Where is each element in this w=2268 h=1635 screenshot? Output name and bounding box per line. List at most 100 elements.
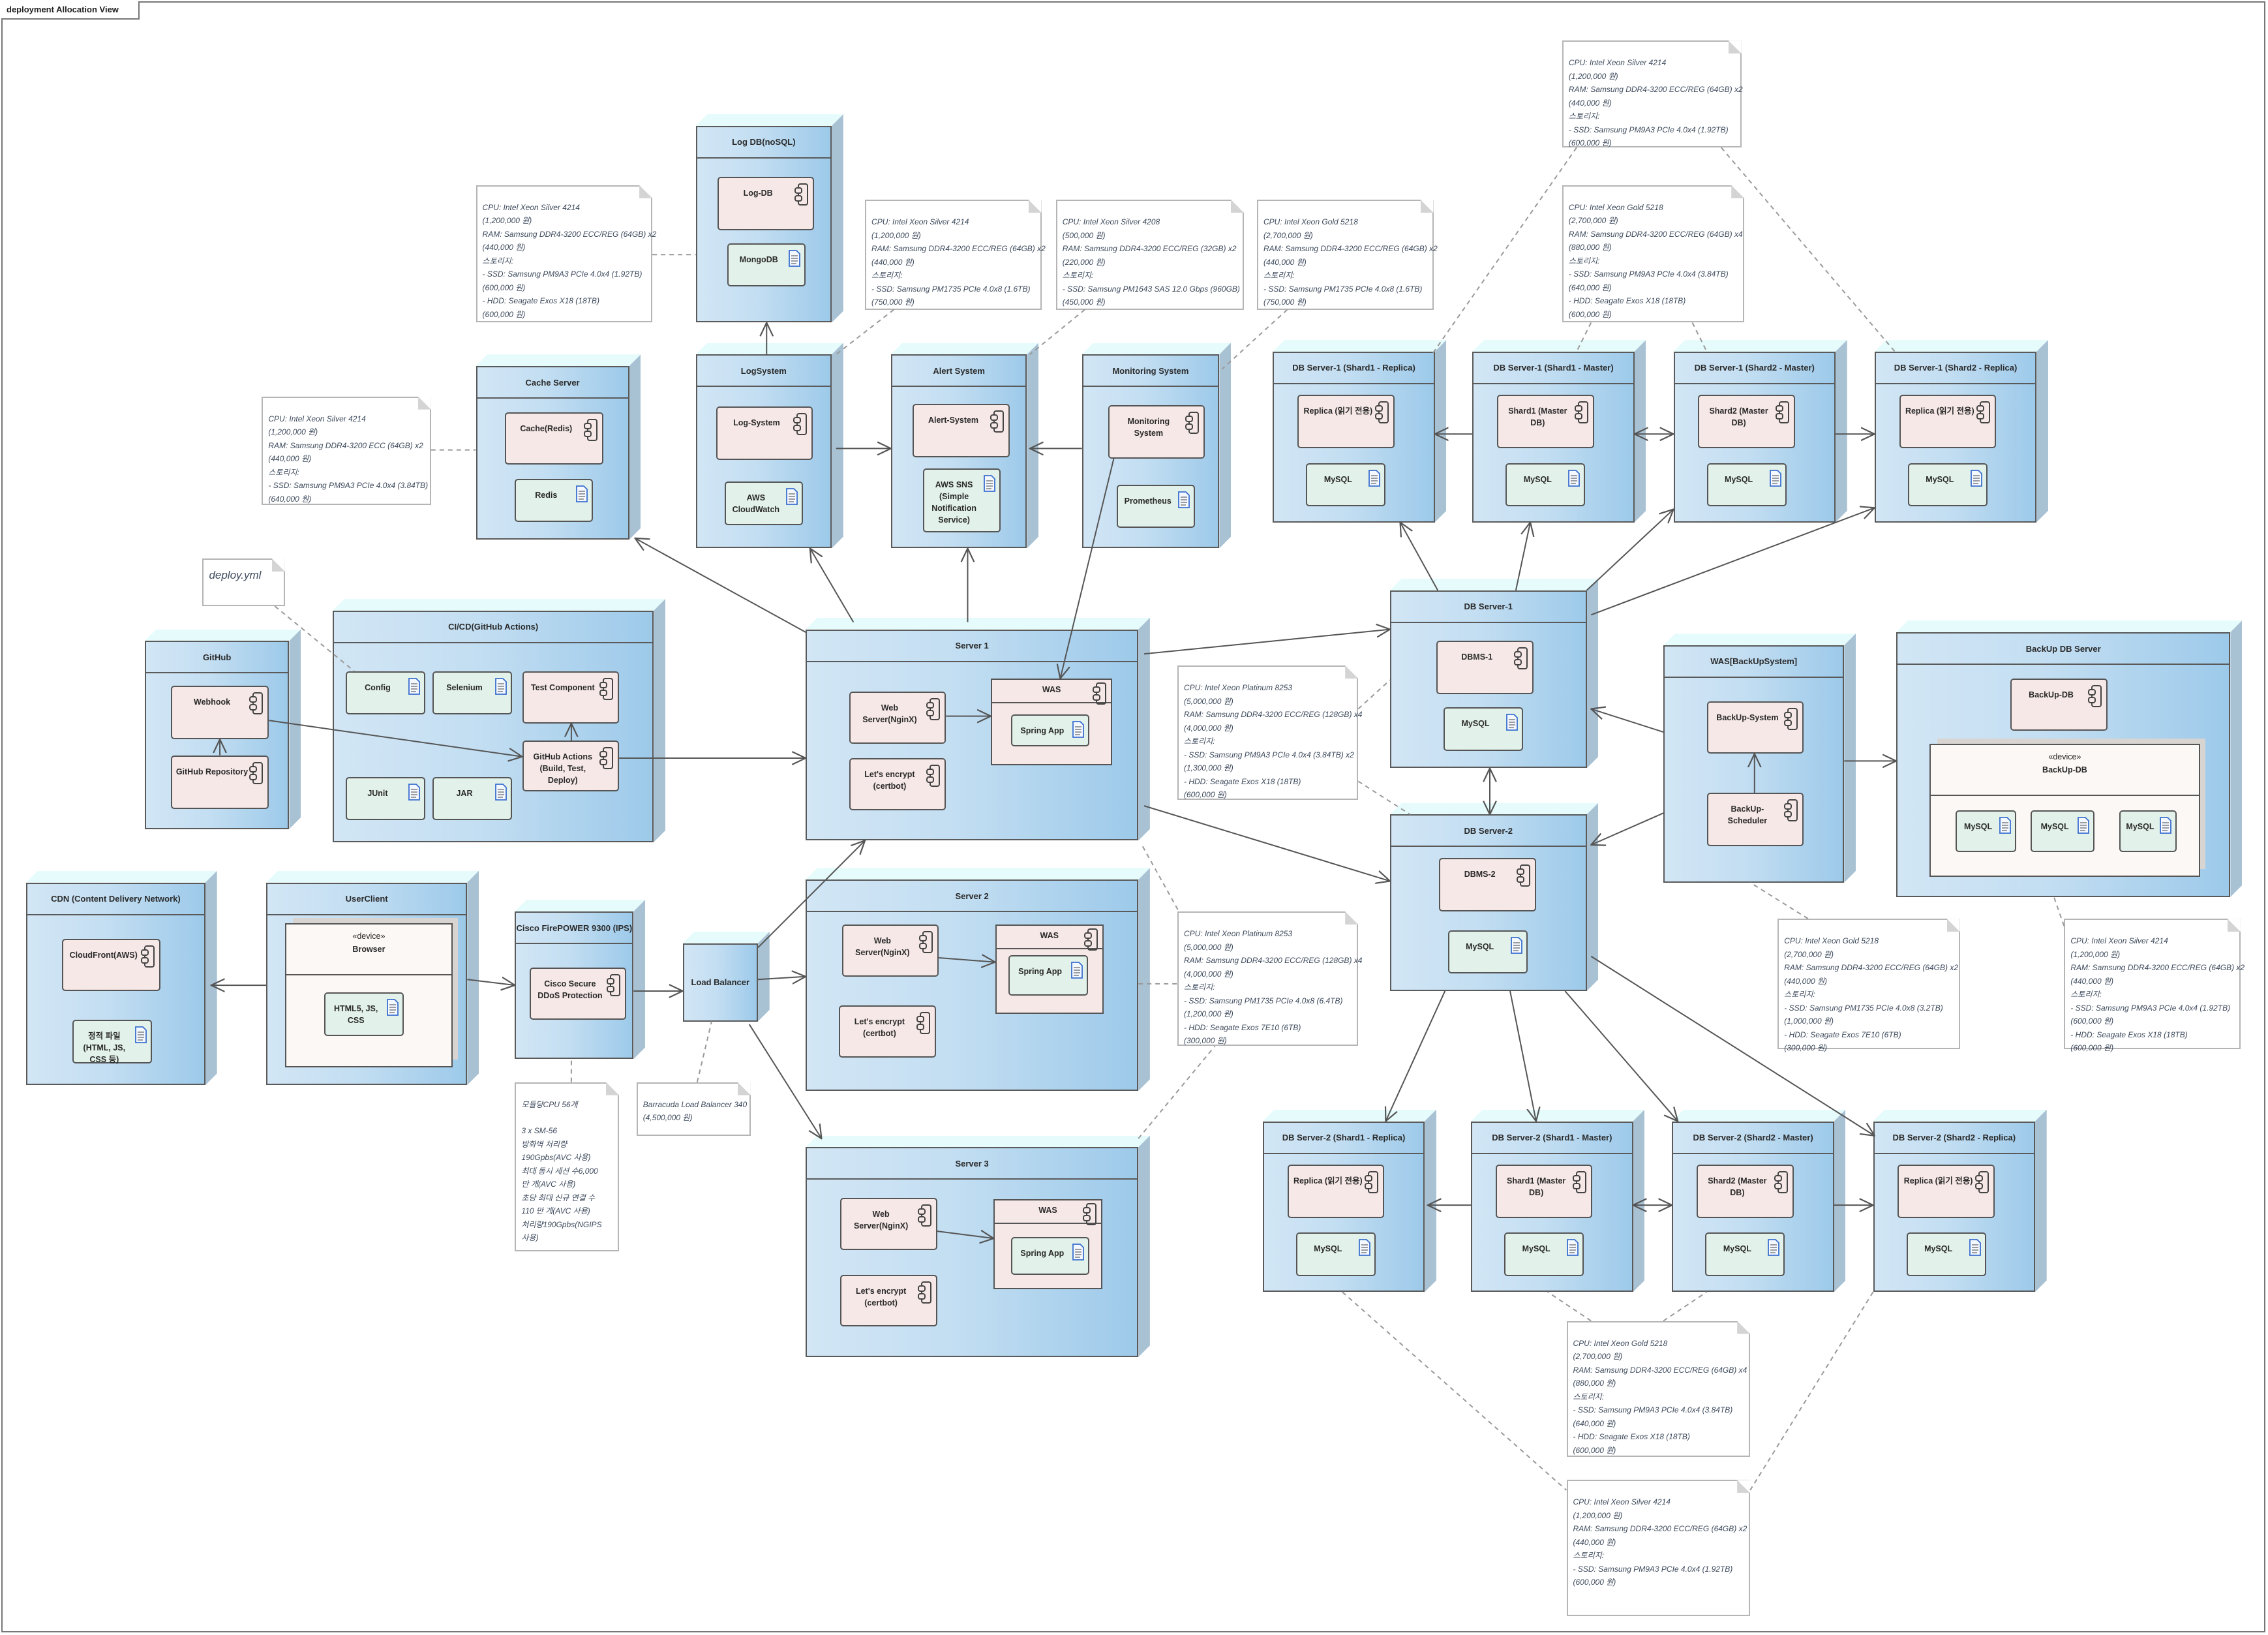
artifact-static[interactable]: 정적 파일(HTML, JS, CSS 등)	[72, 1020, 152, 1064]
component-s3cert[interactable]: Let's encrypt (certbot)	[840, 1274, 937, 1327]
component-dbms1[interactable]: DBMS-1	[1436, 641, 1534, 695]
component-backupdbcomp[interactable]: BackUp-DB	[2010, 678, 2108, 731]
component-dbms2[interactable]: DBMS-2	[1439, 857, 1536, 911]
component-s3web[interactable]: Web Server(NginX)	[840, 1198, 937, 1250]
note-line: CPU: Intel Xeon Silver 4208	[1062, 217, 1160, 226]
component-d2s1m_c[interactable]: Shard1 (Master DB)	[1495, 1165, 1593, 1219]
node-lb[interactable]: Load Balancer	[682, 943, 758, 1022]
component-cloudfront[interactable]: CloudFront(AWS)	[62, 939, 161, 991]
artifact-html5[interactable]: HTML5, JS, CSS	[324, 992, 404, 1036]
artifact-sns[interactable]: AWS SNS (Simple Notification Service)	[922, 468, 1001, 533]
note-line: (440,000 원)	[1784, 976, 1828, 986]
artifact-selenium[interactable]: Selenium	[432, 671, 512, 715]
artifact-bmysql3[interactable]: MySQL	[2119, 810, 2177, 853]
note-line: CPU: Intel Xeon Gold 5218	[1573, 1338, 1668, 1348]
node-side-face	[654, 599, 666, 842]
node-title: DB Server-2	[1391, 816, 1586, 848]
component-testcomp[interactable]: Test Component	[522, 671, 620, 724]
artifact-dbs2mysql[interactable]: MySQL	[1447, 930, 1528, 974]
artifact-d2s1r_m[interactable]: MySQL	[1295, 1232, 1376, 1276]
artifact-jar[interactable]: JAR	[432, 776, 512, 821]
artifact-s2spring[interactable]: Spring App	[1008, 955, 1088, 996]
component-s1cert[interactable]: Let's encrypt (certbot)	[849, 757, 946, 810]
artifact-d2s1m_m[interactable]: MySQL	[1504, 1232, 1584, 1276]
note-line: (4,000,000 원)	[1184, 969, 1233, 979]
component-d1s2m_c[interactable]: Shard2 (Master DB)	[1698, 395, 1795, 449]
note-line: - SSD: Samsung PM1735 PCIe 4.0x8 (3.2TB)	[1784, 1003, 1943, 1013]
artifact-junit[interactable]: JUnit	[345, 776, 425, 821]
artifact-d2s2m_m[interactable]: MySQL	[1705, 1232, 1785, 1276]
component-backupsched[interactable]: BackUp-Scheduler	[1706, 793, 1804, 847]
note-line: 방화벽 처리량	[521, 1139, 567, 1149]
component-d2s2r_c[interactable]: Replica (읽기 전용)	[1898, 1165, 1995, 1219]
artifact-mongodb[interactable]: MongoDB	[727, 243, 806, 287]
note-line: (1,200,000 원)	[482, 216, 532, 226]
note-line: - SSD: Samsung PM9A3 PCIe 4.0x4 (1.92TB)	[1573, 1564, 1733, 1574]
artifact-d2s2r_m[interactable]: MySQL	[1906, 1232, 1986, 1276]
device-title: Browser	[352, 944, 386, 954]
node-top-face	[1874, 340, 2048, 352]
node-title: DB Server-2 (Shard2 - Master)	[1673, 1123, 1833, 1154]
note-line: RAM: Samsung DDR4-3200 ECC/REG (64GB) x2	[1573, 1524, 1747, 1534]
artifact-bmysql2[interactable]: MySQL	[2031, 810, 2094, 853]
artifact-config[interactable]: Config	[345, 671, 425, 715]
document-icon	[1072, 1244, 1084, 1264]
uml-component-icon	[919, 930, 933, 956]
node-title: GitHub	[145, 642, 288, 674]
component-d1s1m_c[interactable]: Shard1 (Master DB)	[1497, 395, 1594, 449]
element-label: Webhook	[194, 697, 231, 707]
component-alertcomp[interactable]: Alert-System	[913, 403, 1010, 457]
component-repo[interactable]: GitHub Repository	[170, 755, 269, 809]
component-logdbcomp[interactable]: Log-DB	[717, 176, 815, 230]
note-line: (600,000 원)	[482, 283, 526, 292]
component-backupsys[interactable]: BackUp-System	[1706, 701, 1804, 754]
component-s1web[interactable]: Web Server(NginX)	[849, 691, 946, 744]
component-d2s2m_c[interactable]: Shard2 (Master DB)	[1697, 1165, 1794, 1219]
note-line: (440,000 원)	[871, 257, 915, 267]
node-title: Load Balancer	[691, 977, 750, 988]
artifact-s3spring[interactable]: Spring App	[1011, 1236, 1089, 1275]
note-monitor: CPU: Intel Xeon Gold 5218(2,700,000 원)RA…	[1256, 200, 1438, 310]
node-side-face	[467, 870, 479, 1086]
note-db2master-link-a	[1547, 1291, 1592, 1322]
note-db1rep-link-a	[1431, 147, 1577, 355]
artifact-s1spring[interactable]: Spring App	[1011, 714, 1089, 747]
artifact-redis[interactable]: Redis	[515, 478, 594, 523]
component-d1s1r_c[interactable]: Replica (읽기 전용)	[1297, 395, 1395, 449]
component-moncomp[interactable]: Monitoring System	[1108, 405, 1205, 459]
node-title: Server 2	[807, 881, 1138, 913]
component-ghactions[interactable]: GitHub Actions (Build, Test, Deploy)	[522, 741, 620, 791]
component-cacheredis[interactable]: Cache(Redis)	[504, 412, 603, 465]
document-icon	[789, 249, 801, 270]
artifact-cloudwatch[interactable]: AWS CloudWatch	[724, 481, 803, 525]
artifact-d1s1m_m[interactable]: MySQL	[1505, 463, 1586, 507]
artifact-dbs1mysql[interactable]: MySQL	[1444, 707, 1523, 751]
device-header: «device»Browser	[286, 930, 452, 975]
component-d1s2r_c[interactable]: Replica (읽기 전용)	[1899, 395, 1997, 449]
artifact-d1s2m_m[interactable]: MySQL	[1706, 463, 1787, 507]
node-title: DB Server-1 (Shard2 - Master)	[1674, 353, 1834, 384]
uml-component-icon	[1774, 1171, 1789, 1197]
node-side-face	[1138, 617, 1150, 841]
node-title: Log DB(noSQL)	[697, 127, 831, 159]
note-backupdb-link	[2053, 896, 2065, 926]
uml-component-icon	[249, 692, 264, 718]
component-ddos[interactable]: Cisco Secure DDoS Protection	[529, 968, 627, 1020]
note-line: 스토리지:	[1784, 990, 1815, 1000]
element-label: DBMS-2	[1464, 869, 1496, 879]
component-webhook[interactable]: Webhook	[170, 686, 269, 740]
note-line: - HDD: Seagate Exos X18 (18TB)	[2070, 1030, 2188, 1039]
artifact-d1s2r_m[interactable]: MySQL	[1907, 463, 1988, 507]
component-d2s1r_c[interactable]: Replica (읽기 전용)	[1287, 1165, 1385, 1219]
element-label: Log-DB	[743, 188, 773, 198]
artifact-bmysql1[interactable]: MySQL	[1956, 810, 2017, 853]
component-s2cert[interactable]: Let's encrypt (certbot)	[839, 1005, 936, 1058]
artifact-prometheus[interactable]: Prometheus	[1116, 484, 1195, 528]
element-label: Replica (읽기 전용)	[1293, 1176, 1363, 1186]
component-logsyscomp[interactable]: Log-System	[716, 406, 813, 461]
note-db2rep: CPU: Intel Xeon Silver 4214(1,200,000 원)…	[1566, 1480, 1751, 1616]
document-icon	[495, 678, 507, 698]
artifact-d1s1r_m[interactable]: MySQL	[1306, 463, 1386, 507]
element-label: Shard2 (Master DB)	[1709, 406, 1768, 428]
component-s2web[interactable]: Web Server(NginX)	[841, 924, 939, 977]
